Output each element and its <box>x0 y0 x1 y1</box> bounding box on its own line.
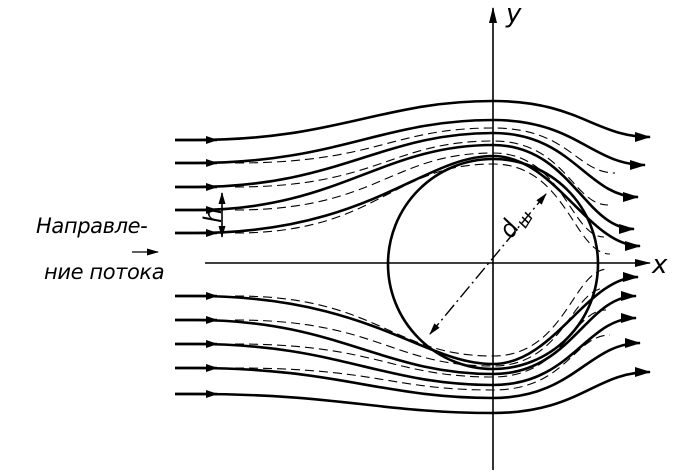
dashed-streamline <box>234 140 609 206</box>
dashed-streamline <box>234 287 607 367</box>
streamline <box>175 154 641 251</box>
dashed-reference-lines <box>234 127 616 391</box>
spacing-dimension: h <box>199 192 227 238</box>
streamline <box>175 313 637 387</box>
dashed-streamline <box>234 152 605 238</box>
streamlines <box>175 99 651 415</box>
dashed-streamline <box>234 309 607 378</box>
streamline <box>175 131 639 202</box>
diameter-line <box>429 193 547 335</box>
dashed-streamline <box>234 268 609 357</box>
streamline <box>175 118 646 170</box>
axes: x y <box>205 0 668 470</box>
dashed-streamline <box>234 334 611 391</box>
flow-direction-line-2: ние потока <box>44 260 164 284</box>
streamline <box>175 291 637 376</box>
streamline <box>175 272 639 366</box>
diameter-dimension: d ш <box>429 193 547 335</box>
y-axis-label: y <box>505 0 522 29</box>
dashed-streamline <box>234 163 611 255</box>
x-axis-label: x <box>651 250 668 280</box>
streamline <box>175 338 641 400</box>
flow-direction-line-1: Направле- <box>36 214 147 238</box>
streamline <box>175 143 635 234</box>
streamline <box>175 99 651 142</box>
flow-direction-label: Направле- ние потока <box>36 214 165 284</box>
dashed-streamline <box>234 127 616 174</box>
streamline <box>175 367 651 415</box>
cylinder <box>386 157 600 371</box>
